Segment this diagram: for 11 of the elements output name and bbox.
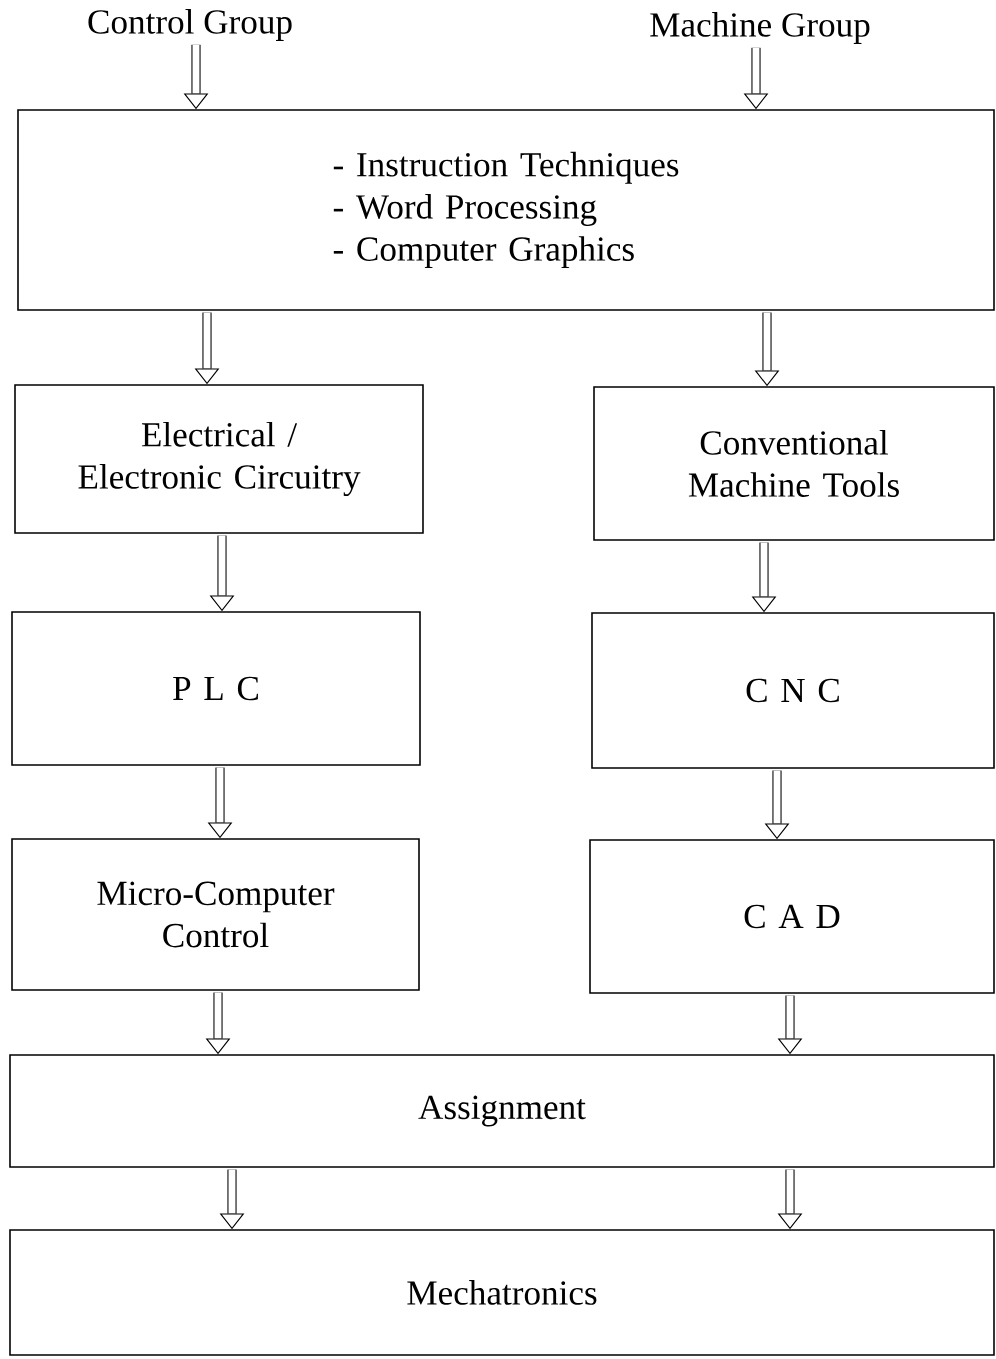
process-box: Conventional Machine Tools xyxy=(593,386,995,541)
process-box: Assignment xyxy=(9,1054,995,1168)
process-box: - Instruction Techniques - Word Processing - Computer Graphics xyxy=(17,109,995,311)
group-label: Machine Group xyxy=(650,12,870,44)
process-box: C N C xyxy=(591,612,995,769)
process-box: P L C xyxy=(11,611,421,766)
process-box: Electrical / Electronic Circuitry xyxy=(14,384,424,534)
process-box: Micro-Computer Control xyxy=(11,838,420,991)
process-box: C A D xyxy=(589,839,995,994)
process-box: Mechatronics xyxy=(9,1229,995,1356)
group-label: Control Group xyxy=(88,9,292,41)
